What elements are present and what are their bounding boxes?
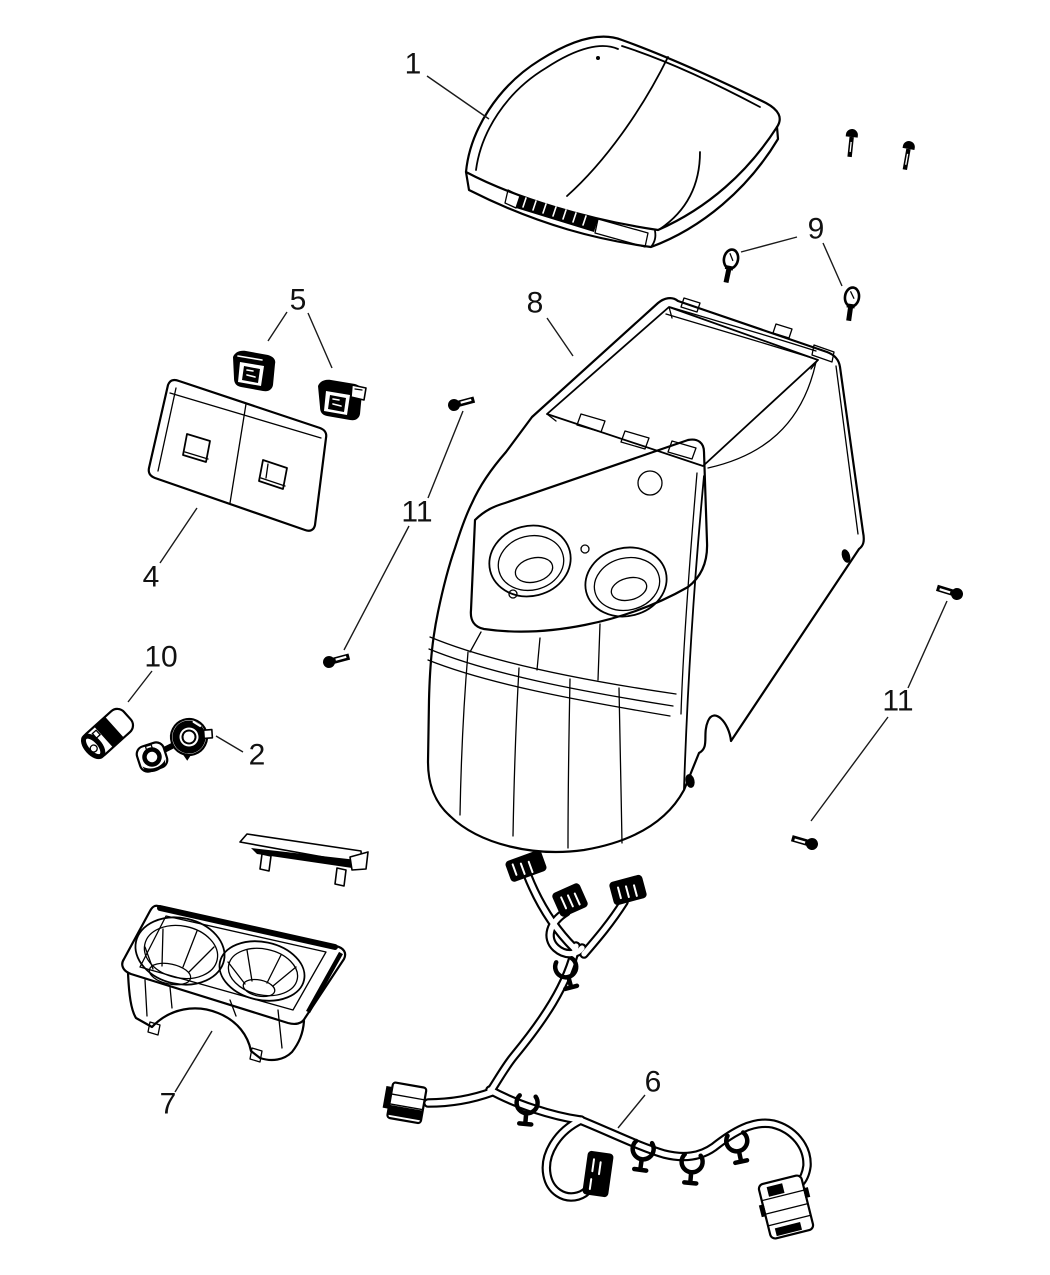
part-switch-right: [318, 379, 367, 421]
lid-latch: [504, 189, 649, 248]
part-push-pins: [722, 248, 861, 322]
leader-line: [159, 507, 198, 564]
harness-connector: [582, 1150, 614, 1198]
leader-line: [215, 735, 244, 753]
leader-line: [267, 311, 333, 369]
part-outlet-socket: [135, 717, 214, 773]
leader-line: [174, 1030, 213, 1093]
callout-7: 7: [160, 1030, 213, 1121]
callout-5: 5: [267, 284, 333, 369]
harness-clip: [552, 955, 580, 992]
callout-label-4: 4: [143, 561, 160, 594]
callout-6: 6: [617, 1066, 662, 1129]
callout-2: 2: [215, 735, 266, 772]
callout-label-11-right: 11: [882, 685, 913, 718]
part-mounting-screws: [323, 396, 963, 850]
callout-9: 9: [740, 213, 843, 287]
harness-connector: [552, 883, 588, 917]
callout-label-5: 5: [290, 284, 307, 317]
callout-8: 8: [527, 287, 574, 357]
harness-clip: [630, 1138, 656, 1173]
leader-line: [546, 317, 574, 357]
leader-line: [740, 236, 843, 287]
callout-10: 10: [127, 641, 178, 703]
part-power-outlet-plug: [80, 707, 135, 760]
part-switch-left: [233, 350, 276, 392]
callout-11-left: 11: [343, 410, 464, 651]
harness-connector: [382, 1081, 428, 1125]
callout-label-7: 7: [160, 1088, 177, 1121]
leader-line: [426, 75, 490, 120]
part-console-body: [426, 297, 865, 853]
callout-11-right: 11: [810, 600, 948, 822]
harness-clip: [679, 1152, 705, 1186]
part-switch-bezel-panel: [147, 378, 328, 532]
callout-label-2: 2: [249, 739, 266, 772]
callout-label-8: 8: [527, 287, 544, 320]
callout-4: 4: [143, 507, 198, 594]
callout-1: 1: [405, 48, 490, 120]
leader-line: [343, 410, 464, 651]
part-console-lid: [464, 35, 781, 249]
leader-line: [127, 670, 153, 703]
callout-label-9: 9: [808, 213, 825, 246]
callout-label-1: 1: [405, 48, 422, 81]
leader-line: [617, 1094, 646, 1129]
harness-clip: [514, 1093, 540, 1127]
harness-clip: [724, 1130, 750, 1166]
part-tray-rail: [239, 833, 369, 887]
leader-line: [810, 600, 948, 822]
callout-label-6: 6: [645, 1066, 662, 1099]
part-cup-holder: [121, 904, 347, 1063]
harness-connector: [609, 874, 647, 906]
part-screws-top: [845, 129, 915, 171]
part-wiring-harness: [382, 850, 815, 1240]
harness-connector: [505, 850, 547, 882]
harness-connector: [757, 1174, 815, 1240]
callout-label-10: 10: [144, 641, 177, 674]
callout-label-11-left: 11: [401, 496, 432, 529]
